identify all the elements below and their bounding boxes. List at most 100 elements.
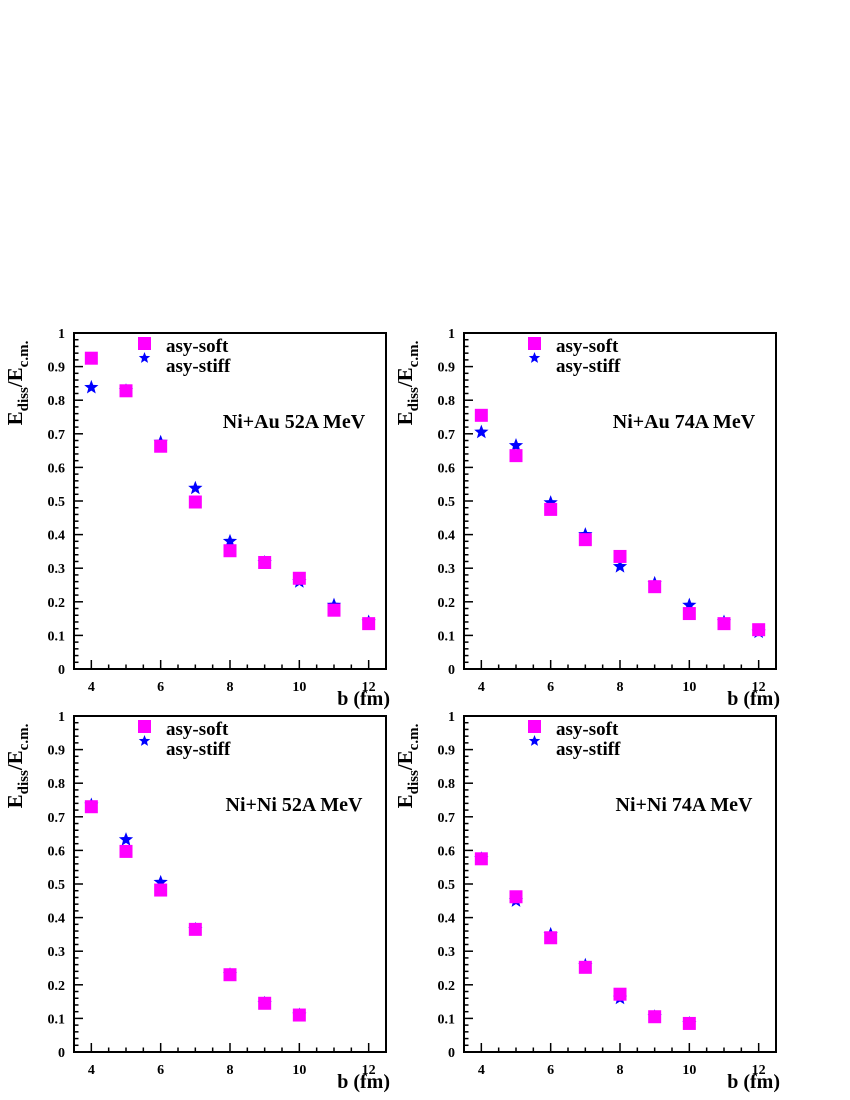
y-tick-label: 0.6 [438, 844, 456, 859]
y-tick-label: 0.2 [48, 979, 66, 994]
y-tick-label: 1 [448, 710, 455, 725]
x-tick-label: 10 [682, 1063, 696, 1078]
x-axis-label: b (fm) [727, 688, 780, 710]
data-point-asy-soft [682, 1016, 696, 1030]
x-tick-label: 12 [362, 1063, 376, 1078]
data-point-asy-soft [613, 549, 627, 563]
data-point-asy-soft [544, 502, 558, 516]
y-tick-label: 0.5 [48, 495, 66, 510]
data-point-asy-soft [258, 996, 272, 1010]
y-tick-label: 0.9 [48, 361, 66, 376]
y-tick-label: 0 [448, 1046, 455, 1061]
y-tick-label: 0.7 [438, 428, 456, 443]
panel-title: Ni+Au 52A MeV [223, 411, 366, 433]
data-point-asy-stiff [222, 533, 238, 548]
y-tick-label: 0.5 [438, 495, 456, 510]
x-tick-label: 12 [752, 680, 766, 695]
data-point-asy-soft [509, 890, 523, 904]
data-point-asy-soft [258, 555, 272, 569]
x-tick-label: 6 [547, 1063, 554, 1078]
x-tick-label: 4 [478, 680, 485, 695]
x-tick-label: 6 [157, 1063, 164, 1078]
y-axis-label: Ediss/Ec.m. [393, 340, 422, 425]
data-point-asy-stiff [682, 597, 697, 612]
y-tick-label: 0.4 [48, 529, 66, 544]
y-tick-label: 0.9 [438, 361, 456, 376]
legend-swatch-asy-soft [138, 337, 151, 350]
data-point-asy-soft [327, 603, 341, 617]
x-tick-label: 10 [292, 1063, 306, 1078]
legend-label-asy-stiff: asy-stiff [166, 356, 231, 377]
legend-label-asy-stiff: asy-stiff [556, 739, 621, 760]
y-tick-label: 0.4 [438, 912, 456, 927]
y-tick-label: 0.1 [48, 1012, 66, 1027]
x-axis-label: b (fm) [337, 688, 390, 710]
legend-label-asy-stiff: asy-stiff [556, 356, 621, 377]
data-point-asy-soft [84, 800, 98, 814]
x-tick-label: 4 [88, 1063, 95, 1078]
data-point-asy-soft [578, 533, 592, 547]
y-tick-label: 0.2 [438, 979, 456, 994]
y-tick-label: 0.5 [48, 878, 66, 893]
data-point-asy-soft [717, 617, 731, 631]
y-tick-label: 0.5 [438, 878, 456, 893]
data-point-asy-soft [292, 1008, 306, 1022]
data-point-asy-stiff [153, 874, 168, 889]
y-tick-label: 0.7 [48, 811, 66, 826]
y-tick-label: 0.1 [48, 629, 66, 644]
y-tick-label: 0.7 [438, 811, 456, 826]
x-tick-label: 8 [617, 1063, 624, 1078]
x-tick-label: 8 [227, 1063, 234, 1078]
data-point-asy-stiff [84, 379, 99, 394]
legend-label-asy-soft: asy-soft [166, 336, 229, 357]
y-tick-label: 0.9 [438, 744, 456, 759]
plot-frame [73, 332, 387, 670]
legend-label-asy-soft: asy-soft [556, 719, 619, 740]
data-point-asy-soft [509, 449, 523, 463]
data-point-asy-soft [223, 968, 237, 982]
x-tick-label: 4 [88, 680, 95, 695]
y-axis-label: Ediss/Ec.m. [393, 723, 422, 808]
legend-label-asy-soft: asy-soft [556, 336, 619, 357]
y-tick-label: 0.7 [48, 428, 66, 443]
data-point-asy-stiff [543, 495, 558, 509]
panel-title: Ni+Ni 52A MeV [226, 794, 363, 816]
x-tick-label: 8 [227, 680, 234, 695]
x-tick-label: 12 [362, 680, 376, 695]
x-axis-label: b (fm) [337, 1071, 390, 1093]
plot-frame [73, 715, 387, 1053]
y-tick-label: 0.4 [438, 529, 456, 544]
y-tick-label: 0.8 [438, 394, 456, 409]
data-point-asy-soft [578, 960, 592, 974]
y-tick-label: 0.1 [438, 1012, 456, 1027]
y-tick-label: 0.3 [48, 945, 66, 960]
plot-frame [463, 715, 777, 1053]
data-point-asy-stiff [612, 559, 628, 573]
data-point-asy-soft [188, 922, 202, 936]
data-point-asy-soft [474, 408, 488, 422]
y-tick-label: 0.9 [48, 744, 66, 759]
data-point-asy-soft [362, 617, 376, 631]
data-point-asy-soft [613, 987, 627, 1001]
y-tick-label: 0.3 [438, 562, 456, 577]
y-tick-label: 0.6 [48, 461, 66, 476]
data-point-asy-soft [648, 580, 662, 594]
y-tick-label: 0.8 [48, 394, 66, 409]
y-tick-label: 1 [58, 710, 65, 725]
x-axis-label: b (fm) [727, 1071, 780, 1093]
data-point-asy-soft [119, 384, 133, 398]
legend-swatch-asy-stiff [528, 352, 541, 363]
legend-swatch-asy-soft [528, 720, 541, 733]
y-tick-label: 0.8 [48, 777, 66, 792]
y-tick-label: 0.2 [438, 596, 456, 611]
y-tick-label: 0.1 [438, 629, 456, 644]
legend-label-asy-stiff: asy-stiff [166, 739, 231, 760]
y-tick-label: 1 [448, 327, 455, 342]
